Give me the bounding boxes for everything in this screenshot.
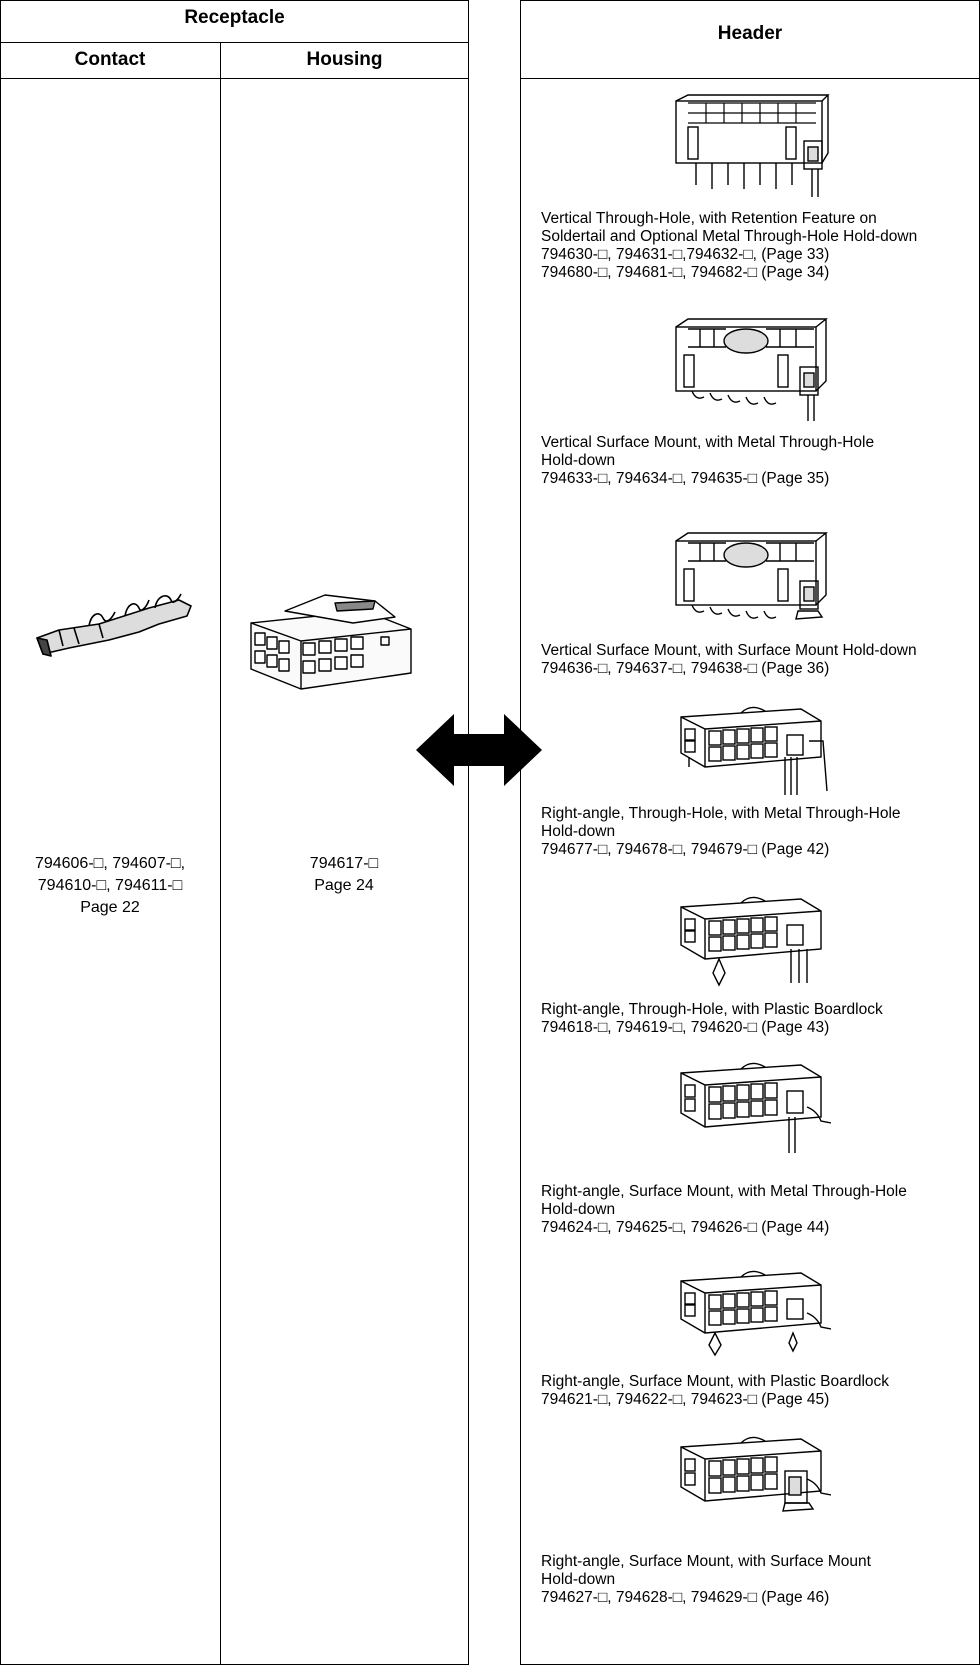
part-numbers: 794624-□, 794625-□, 794626-□ (Page 44) (541, 1219, 830, 1236)
description-line: Vertical Surface Mount, with Metal Throu… (541, 434, 875, 451)
header-item: Right-angle, Surface Mount, with Metal T… (521, 1057, 980, 1236)
header-item-description: Right-angle, Through-Hole, with Metal Th… (541, 805, 973, 859)
header-item-description: Right-angle, Surface Mount, with Surface… (541, 1553, 973, 1607)
header-item: Vertical Surface Mount, with Metal Throu… (521, 317, 980, 487)
header-item: Right-angle, Surface Mount, with Surface… (521, 1431, 980, 1606)
contact-part-numbers: 794606-□, 794607-□, 794610-□, 794611-□ P… (1, 853, 219, 919)
right-angle-smt-boardlock-header-icon (680, 1270, 831, 1357)
header-item-description: Vertical Through-Hole, with Retention Fe… (541, 210, 973, 282)
description-line: Right-angle, Through-Hole, with Metal Th… (541, 805, 901, 822)
part-numbers: 794633-□, 794634-□, 794635-□ (Page 35) (541, 470, 830, 487)
description-line: Vertical Surface Mount, with Surface Mou… (541, 642, 917, 659)
contact-page: Page 22 (80, 899, 140, 916)
header-item-description: Right-angle, Surface Mount, with Metal T… (541, 1183, 973, 1237)
header-title: Header (717, 23, 783, 44)
header-item-description: Right-angle, Surface Mount, with Plastic… (541, 1373, 973, 1409)
part-numbers: 794636-□, 794637-□, 794638-□ (Page 36) (541, 660, 830, 677)
right-angle-smt-metal-holddown-header-icon (680, 1062, 831, 1153)
header-item: Right-angle, Through-Hole, with Metal Th… (521, 701, 980, 858)
header-table: Header Vertical Through-Hole, with Reten… (520, 0, 980, 1665)
description-line: Right-angle, Through-Hole, with Plastic … (541, 1001, 883, 1018)
part-numbers: 794627-□, 794628-□, 794629-□ (Page 46) (541, 1589, 830, 1606)
part-numbers: 794677-□, 794678-□, 794679-□ (Page 42) (541, 841, 830, 858)
part-numbers: 794680-□, 794681-□, 794682-□ (Page 34) (541, 264, 830, 281)
right-angle-smt-holddown-header-icon (680, 1436, 831, 1512)
contact-heading: Contact (74, 49, 146, 70)
description-line: Right-angle, Surface Mount, with Metal T… (541, 1183, 907, 1200)
contact-line: 794606-□, 794607-□, (34, 855, 186, 872)
part-numbers: 794630-□, 794631-□,794632-□, (Page 33) (541, 246, 830, 263)
header-item: Right-angle, Surface Mount, with Plastic… (521, 1265, 980, 1408)
description-line: Soldertail and Optional Metal Through-Ho… (541, 228, 918, 245)
housing-part-numbers: 794617-□ Page 24 (221, 853, 467, 897)
divider (1, 78, 468, 79)
header-item: Right-angle, Through-Hole, with Plastic … (521, 891, 980, 1036)
description-line: Hold-down (541, 1571, 616, 1588)
description-line: Vertical Through-Hole, with Retention Fe… (541, 210, 877, 227)
header-item: Vertical Through-Hole, with Retention Fe… (521, 93, 980, 281)
housing-line: 794617-□ (309, 855, 379, 872)
double-arrow-icon (416, 714, 542, 786)
receptacle-title: Receptacle (184, 7, 285, 28)
right-angle-through-hole-header-icon (680, 706, 828, 795)
vertical-smt-holddown-header-icon (675, 532, 828, 620)
housing-heading: Housing (306, 49, 383, 70)
description-line: Hold-down (541, 823, 616, 840)
header-item-description: Right-angle, Through-Hole, with Plastic … (541, 1001, 973, 1037)
header-item: Vertical Surface Mount, with Surface Mou… (521, 531, 980, 677)
divider (521, 78, 979, 79)
part-numbers: 794618-□, 794619-□, 794620-□ (Page 43) (541, 1019, 830, 1036)
crimp-contact-icon (36, 593, 192, 657)
receptacle-housing-icon (250, 594, 412, 690)
contact-line: 794610-□, 794611-□ (37, 877, 183, 894)
right-angle-boardlock-header-icon (680, 896, 822, 987)
housing-page: Page 24 (314, 877, 374, 894)
receptacle-table: Receptacle Contact Housing 794606-□, 794… (0, 0, 469, 1665)
divider (1, 42, 468, 43)
description-line: Right-angle, Surface Mount, with Surface… (541, 1553, 871, 1570)
column-divider (220, 43, 221, 1664)
vertical-surface-mount-header-icon (675, 318, 828, 421)
vertical-through-hole-header-icon (675, 94, 830, 197)
header-item-description: Vertical Surface Mount, with Metal Throu… (541, 434, 973, 488)
description-line: Hold-down (541, 452, 616, 469)
description-line: Right-angle, Surface Mount, with Plastic… (541, 1373, 890, 1390)
header-item-description: Vertical Surface Mount, with Surface Mou… (541, 642, 973, 678)
part-numbers: 794621-□, 794622-□, 794623-□ (Page 45) (541, 1391, 830, 1408)
description-line: Hold-down (541, 1201, 616, 1218)
